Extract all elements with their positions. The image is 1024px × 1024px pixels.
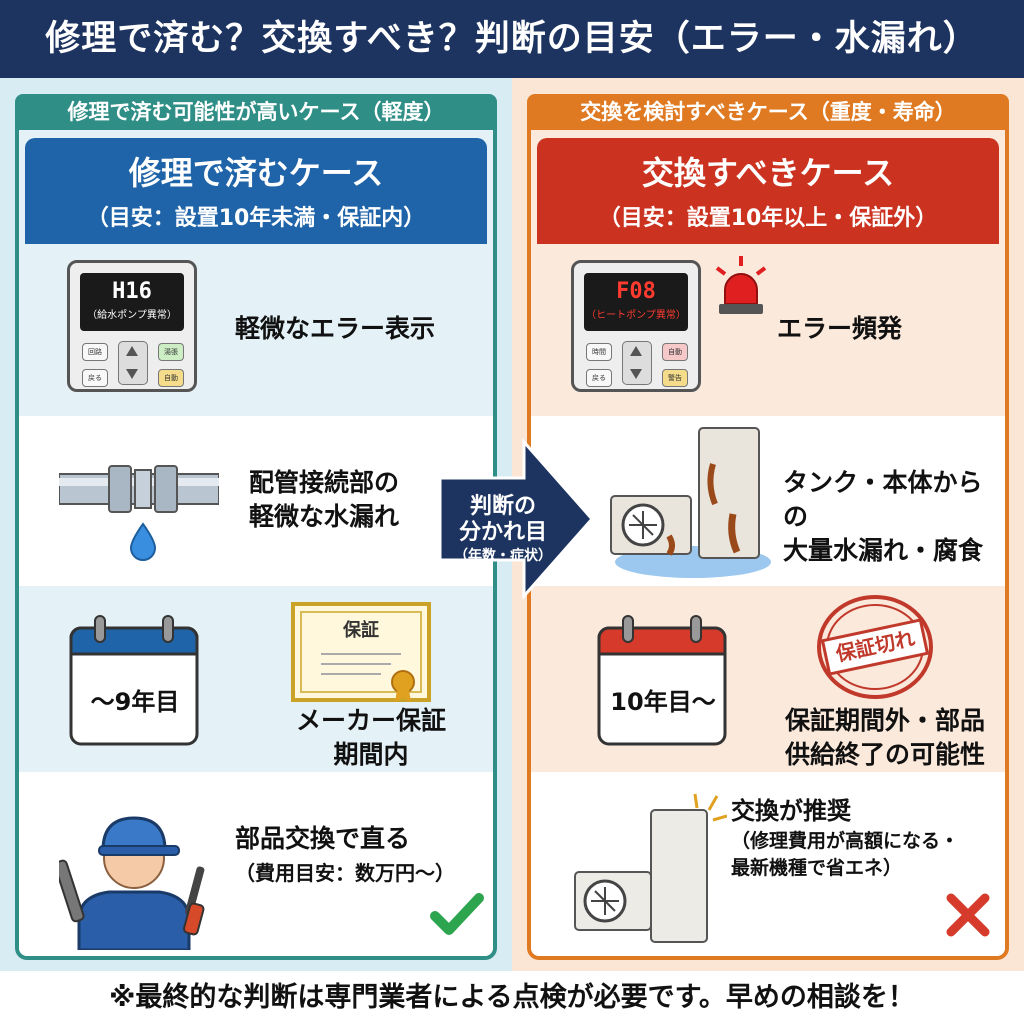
list-item: タンク・本体からの 大量水漏れ・腐食 xyxy=(531,416,1005,586)
dpad-icon xyxy=(622,341,652,385)
item-text: タンク・本体からの 大量水漏れ・腐食 xyxy=(783,468,984,565)
error-code-label: （給水ポンプ異常） xyxy=(87,310,177,321)
certificate-label: 保証 xyxy=(343,620,379,641)
decision-arrow-label: 判断の 分かれ目 （年数・症状） xyxy=(454,494,552,564)
decision-arrow-icon xyxy=(438,438,595,600)
item-text: 部品交換で直る （費用目安：数万円〜） xyxy=(235,824,455,885)
page-title: 修理で済む？交換すべき？判断の目安（エラー・水漏れ） xyxy=(0,0,1024,78)
calendar-year: 〜9年目 xyxy=(90,688,180,716)
replace-panel-subtitle: （目安：設置10年以上・保証外） xyxy=(598,206,938,231)
repair-panel-title: 修理で済むケース xyxy=(128,154,384,192)
cross-icon xyxy=(946,893,990,937)
list-item: 〜9年目 保証 メーカー保証 期間内 xyxy=(19,586,493,772)
item-text: 軽微なエラー表示 xyxy=(235,314,436,343)
calendar-icon xyxy=(69,615,199,746)
error-code: H16 xyxy=(112,279,152,304)
pipe-leak-icon xyxy=(59,465,219,561)
controller-button: 自動 xyxy=(158,369,184,387)
list-item: 10年目〜 保証切れ 保証期間外・部品 供給終了の可能性 xyxy=(531,586,1005,772)
controller-button: 湯張 xyxy=(158,343,184,361)
heat-pump-leak-icon xyxy=(610,427,771,578)
replace-panel: 交換すべきケース （目安：設置10年以上・保証外） F08 （ヒートポンプ異常）… xyxy=(527,130,1009,960)
repair-column: 修理で済む可能性が高いケース（軽度） 修理で済むケース （目安：設置10年未満・… xyxy=(0,78,512,971)
item-text: メーカー保証 期間内 xyxy=(295,706,446,769)
item-text: エラー頻発 xyxy=(777,314,903,343)
repair-panel-header: 修理で済むケース （目安：設置10年未満・保証内） xyxy=(25,138,487,244)
dpad-icon xyxy=(118,341,148,385)
replace-column-header: 交換を検討すべきケース（重度・寿命） xyxy=(527,94,1009,130)
controller-button: 時間 xyxy=(586,343,612,361)
replace-panel-title: 交換すべきケース xyxy=(641,154,895,192)
certificate-icon xyxy=(291,602,431,702)
controller-screen: F08 （ヒートポンプ異常） xyxy=(584,273,688,331)
repair-panel: 修理で済むケース （目安：設置10年未満・保証内） H16 （給水ポンプ異常） … xyxy=(15,130,497,960)
repair-column-header: 修理で済む可能性が高いケース（軽度） xyxy=(15,94,497,130)
list-item: 交換が推奨 （修理費用が高額になる・ 最新機種で省エネ） xyxy=(531,772,1005,956)
new-heat-pump-icon xyxy=(574,793,727,943)
controller-button: 回路 xyxy=(82,343,108,361)
controller-button: 警告 xyxy=(662,369,688,387)
calendar-year: 10年目〜 xyxy=(610,688,716,716)
list-item: 部品交換で直る （費用目安：数万円〜） xyxy=(19,772,493,956)
item-text: 配管接続部の 軽微な水漏れ xyxy=(249,468,400,531)
error-code-label: （ヒートポンプ異常） xyxy=(586,310,686,321)
warranty-expired-stamp-icon xyxy=(817,595,933,699)
replace-panel-header: 交換すべきケース （目安：設置10年以上・保証外） xyxy=(537,138,999,244)
list-item: H16 （給水ポンプ異常） 回路 湯張 戻る 自動 軽微なエラー表示 xyxy=(19,244,493,416)
item-text: 保証期間外・部品 供給終了の可能性 xyxy=(784,706,985,769)
controller-icon: H16 （給水ポンプ異常） 回路 湯張 戻る 自動 xyxy=(67,260,197,392)
replace-column: 交換を検討すべきケース（重度・寿命） 交換すべきケース （目安：設置10年以上・… xyxy=(512,78,1024,971)
controller-screen: H16 （給水ポンプ異常） xyxy=(80,273,184,331)
alarm-light-icon xyxy=(715,256,767,314)
controller-button: 戻る xyxy=(82,369,108,387)
footer-note: ※最終的な判断は専門業者による点検が必要です。早めの相談を！ xyxy=(0,971,1024,1024)
technician-icon xyxy=(59,816,205,950)
controller-button: 自動 xyxy=(662,343,688,361)
controller-button: 戻る xyxy=(586,369,612,387)
error-code: F08 xyxy=(616,279,656,304)
list-item: F08 （ヒートポンプ異常） 時間 自動 戻る 警告 エラー頻発 xyxy=(531,244,1005,416)
calendar-icon xyxy=(597,615,727,746)
repair-panel-subtitle: （目安：設置10年未満・保証内） xyxy=(86,206,426,231)
check-icon xyxy=(430,893,484,935)
controller-icon: F08 （ヒートポンプ異常） 時間 自動 戻る 警告 xyxy=(571,260,701,392)
item-text: 交換が推奨 （修理費用が高額になる・ 最新機種で省エネ） xyxy=(731,797,960,879)
list-item: 配管接続部の 軽微な水漏れ xyxy=(19,416,493,586)
